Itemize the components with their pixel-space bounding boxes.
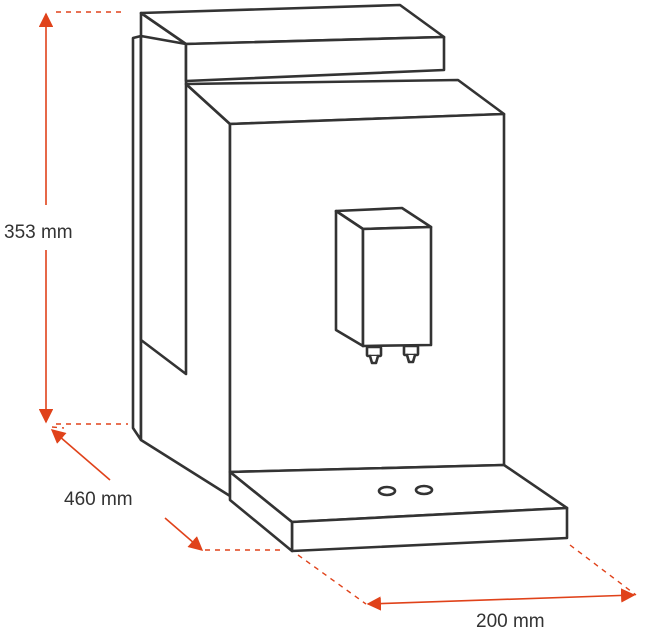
machine-drawing: [131, 3, 569, 553]
width-dimension: 200 mm: [297, 544, 637, 630]
depth-arrow-lower: [164, 517, 204, 551]
drip-tray-side: [228, 470, 294, 553]
width-arrow: [366, 588, 636, 611]
depth-arrow-upper: [50, 429, 111, 481]
height-label: 353 mm: [4, 222, 73, 243]
depth-label: 460 mm: [64, 489, 133, 510]
machine-top-lid-front: [184, 35, 446, 83]
width-extension-left: [297, 554, 367, 605]
width-extension-right: [569, 544, 637, 596]
spout-block-front: [361, 225, 433, 348]
spout-block-side: [334, 209, 365, 348]
coffee-nozzle-left: [365, 345, 383, 365]
depth-dimension: 460 mm: [50, 426, 285, 551]
drip-tray-hole-left: [377, 485, 397, 497]
width-label: 200 mm: [476, 611, 545, 630]
height-dimension: 353 mm: [4, 11, 128, 425]
coffee-nozzle-right: [402, 344, 420, 364]
machine-side-recess: [139, 34, 188, 376]
drip-tray-hole-right: [414, 484, 434, 496]
depth-extension-back: [51, 426, 65, 429]
